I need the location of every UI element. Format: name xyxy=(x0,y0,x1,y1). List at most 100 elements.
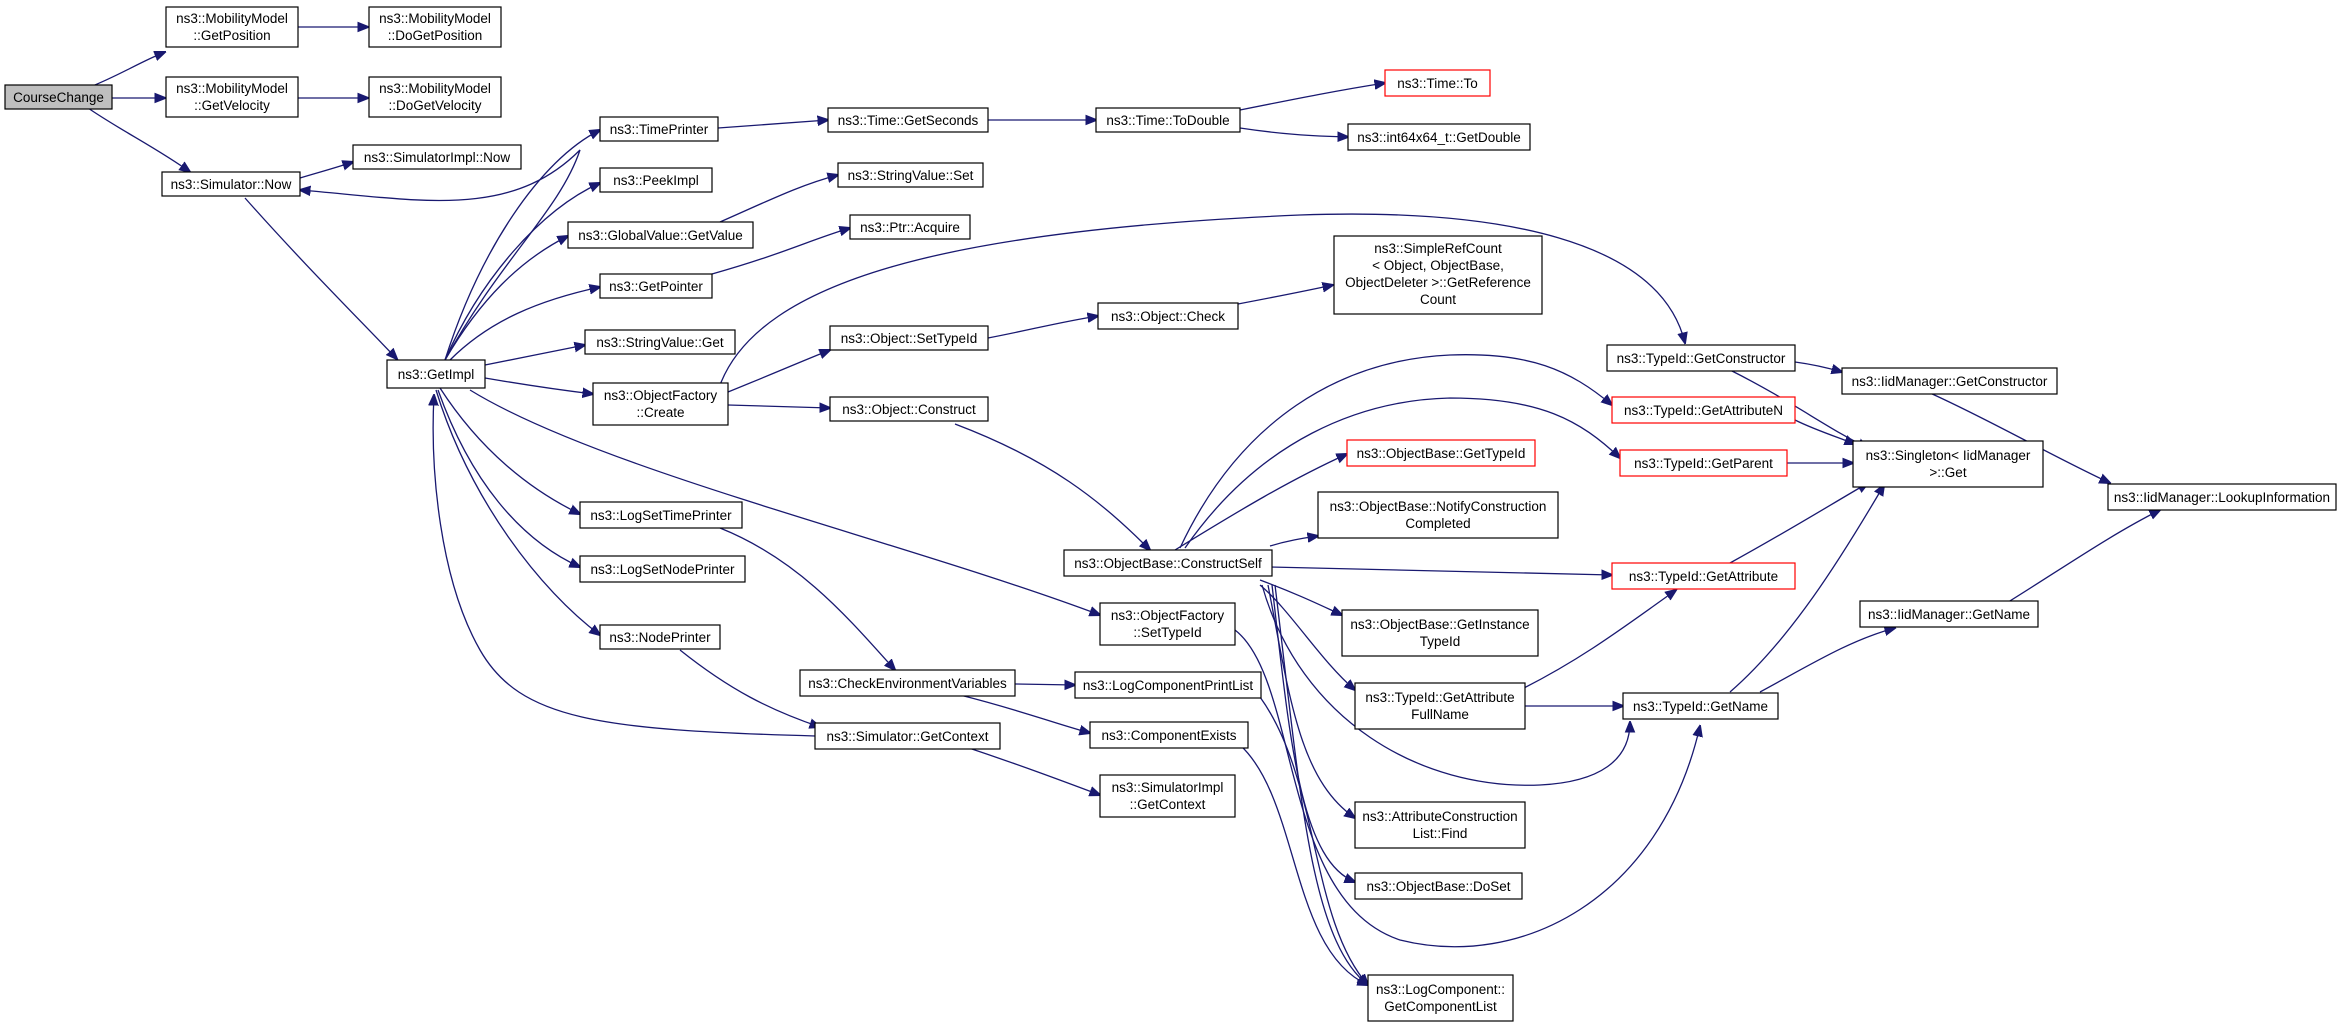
node-label: ns3::LogComponentPrintList xyxy=(1083,678,1254,693)
edge-constructself-getattributen xyxy=(1179,354,1612,549)
node-mm-dogetposition[interactable]: ns3::MobilityModel ::DoGetPosition xyxy=(368,6,502,48)
edge-getimpl-logsetnodeprinter xyxy=(437,389,580,567)
node-mm-dogetvelocity[interactable]: ns3::MobilityModel ::DoGetVelocity xyxy=(368,76,502,118)
node-stringvalue-set[interactable]: ns3::StringValue::Set xyxy=(837,162,984,188)
node-checkenvvars[interactable]: ns3::CheckEnvironmentVariables xyxy=(799,669,1016,697)
node-ptr-acquire[interactable]: ns3::Ptr::Acquire xyxy=(849,214,971,240)
node-box xyxy=(1347,123,1531,151)
node-layer: CourseChange ns3::MobilityModel ::GetPos… xyxy=(4,6,2337,1022)
node-label: ns3::CheckEnvironmentVariables xyxy=(808,676,1007,691)
node-componentexists[interactable]: ns3::ComponentExists xyxy=(1089,721,1249,749)
node-label: ns3::GlobalValue::GetValue xyxy=(578,228,743,243)
node-iidmanager-getname[interactable]: ns3::IidManager::GetName xyxy=(1859,600,2039,628)
node-label: ns3::GetPointer xyxy=(609,279,703,294)
node-nodeprinter[interactable]: ns3::NodePrinter xyxy=(599,624,721,650)
node-label: ns3::ObjectBase::GetTypeId xyxy=(1357,446,1526,461)
node-label: >::Get xyxy=(1929,465,1966,480)
node-label: ns3::TimePrinter xyxy=(610,122,709,137)
node-typeid-getattributen[interactable]: ns3::TypeId::GetAttributeN xyxy=(1611,396,1796,424)
edge-objectfactorysettypeid-getname xyxy=(1234,629,1700,948)
node-time-todouble[interactable]: ns3::Time::ToDouble xyxy=(1095,107,1241,133)
node-globalvalue-getvalue[interactable]: ns3::GlobalValue::GetValue xyxy=(567,221,754,249)
node-box xyxy=(1367,974,1514,1022)
node-box xyxy=(599,116,719,142)
node-label: ns3::Object::SetTypeId xyxy=(841,331,978,346)
node-label: GetComponentList xyxy=(1384,999,1497,1014)
edge-getimpl-globalvalue xyxy=(444,236,568,361)
node-timeprinter[interactable]: ns3::TimePrinter xyxy=(599,116,719,142)
node-object-settypeid[interactable]: ns3::Object::SetTypeId xyxy=(829,325,989,351)
node-box xyxy=(827,107,989,133)
node-time-getseconds[interactable]: ns3::Time::GetSeconds xyxy=(827,107,989,133)
node-label: ::GetPosition xyxy=(193,28,270,43)
edge-getname-iidgetname xyxy=(1759,628,1895,693)
node-logsetnodeprinter[interactable]: ns3::LogSetNodePrinter xyxy=(579,555,746,583)
edge-nodeprinter-simulatorgetcontext xyxy=(679,649,820,727)
edge-objectsettypeid-objectcheck xyxy=(987,316,1098,339)
node-singleton-get[interactable]: ns3::Singleton< IidManager >::Get xyxy=(1852,440,2044,488)
node-label: ns3::ObjectBase::NotifyConstruction xyxy=(1330,499,1547,514)
node-objectbase-gettypeid[interactable]: ns3::ObjectBase::GetTypeId xyxy=(1346,439,1536,467)
node-getimpl[interactable]: ns3::GetImpl xyxy=(386,359,486,389)
node-objectbase-notifyconstruction[interactable]: ns3::ObjectBase::NotifyConstruction Comp… xyxy=(1317,491,1559,539)
node-time-to[interactable]: ns3::Time::To xyxy=(1384,69,1491,97)
node-label: CourseChange xyxy=(13,90,104,105)
node-mm-getposition[interactable]: ns3::MobilityModel ::GetPosition xyxy=(165,6,299,48)
node-simulator-getcontext[interactable]: ns3::Simulator::GetContext xyxy=(814,722,1001,750)
node-box xyxy=(4,84,113,110)
node-int64x64-getdouble[interactable]: ns3::int64x64_t::GetDouble xyxy=(1347,123,1531,151)
node-objectbase-constructself[interactable]: ns3::ObjectBase::ConstructSelf xyxy=(1063,549,1273,577)
node-logsettimeprinter[interactable]: ns3::LogSetTimePrinter xyxy=(579,501,743,529)
node-coursechange[interactable]: CourseChange xyxy=(4,84,113,110)
node-label: ns3::ObjectBase::GetInstance xyxy=(1350,617,1529,632)
edge-simulatornow-simulatorimplnow xyxy=(299,162,353,179)
edge-getimpl-objectfactorysettypeid xyxy=(469,389,1100,615)
node-typeid-getconstructor[interactable]: ns3::TypeId::GetConstructor xyxy=(1606,344,1796,372)
node-label: ns3::ObjectFactory xyxy=(604,388,718,403)
node-simulatorimpl-getcontext[interactable]: ns3::SimulatorImpl ::GetContext xyxy=(1099,774,1236,818)
node-box xyxy=(579,501,743,529)
node-box xyxy=(1341,609,1539,657)
node-logcomponent-getcomponentlist[interactable]: ns3::LogComponent:: GetComponentList xyxy=(1367,974,1514,1022)
node-typeid-getattributefullname[interactable]: ns3::TypeId::GetAttribute FullName xyxy=(1354,682,1526,730)
node-objectbase-doset[interactable]: ns3::ObjectBase::DoSet xyxy=(1354,872,1523,900)
node-object-check[interactable]: ns3::Object::Check xyxy=(1097,302,1239,330)
node-simulator-now[interactable]: ns3::Simulator::Now xyxy=(161,171,301,197)
node-simplerefcount[interactable]: ns3::SimpleRefCount < Object, ObjectBase… xyxy=(1333,235,1543,315)
node-label: List::Find xyxy=(1413,826,1468,841)
node-box xyxy=(829,396,989,422)
node-object-construct[interactable]: ns3::Object::Construct xyxy=(829,396,989,422)
node-label: ::DoGetVelocity xyxy=(388,98,481,113)
node-objectbase-getinstancetypeid[interactable]: ns3::ObjectBase::GetInstance TypeId xyxy=(1341,609,1539,657)
node-getpointer[interactable]: ns3::GetPointer xyxy=(599,273,713,299)
node-logcomponentprintlist[interactable]: ns3::LogComponentPrintList xyxy=(1074,671,1262,699)
node-stringvalue-get[interactable]: ns3::StringValue::Get xyxy=(584,329,736,355)
node-simulatorimpl-now[interactable]: ns3::SimulatorImpl::Now xyxy=(352,144,522,170)
node-iidmanager-lookupinformation[interactable]: ns3::IidManager::LookupInformation xyxy=(2107,483,2337,511)
edge-getimpl-getpointer xyxy=(449,287,600,361)
node-label: ns3::MobilityModel xyxy=(176,81,288,96)
node-box xyxy=(837,162,984,188)
node-mm-getvelocity[interactable]: ns3::MobilityModel ::GetVelocity xyxy=(165,76,299,118)
node-typeid-getname[interactable]: ns3::TypeId::GetName xyxy=(1622,692,1779,720)
node-label: ns3::Singleton< IidManager xyxy=(1866,448,2031,463)
node-box xyxy=(368,76,502,118)
node-box xyxy=(829,325,989,351)
node-peekimpl[interactable]: ns3::PeekImpl xyxy=(599,167,713,193)
node-label: < Object, ObjectBase, xyxy=(1372,258,1504,273)
node-label: ::GetVelocity xyxy=(194,98,270,113)
node-label: ns3::IidManager::GetConstructor xyxy=(1852,374,2048,389)
edge-simulatorgetcontext-simulatorimplgetcontext xyxy=(959,744,1100,795)
node-typeid-getattribute[interactable]: ns3::TypeId::GetAttribute xyxy=(1611,562,1796,590)
node-objectfactory-settypeid[interactable]: ns3::ObjectFactory ::SetTypeId xyxy=(1099,602,1236,646)
edge-getattributen-singleton xyxy=(1794,419,1855,444)
edge-constructself-getattribute xyxy=(1269,566,1612,575)
edge-objectconstruct-constructself xyxy=(954,423,1150,550)
node-label: ns3::Time::GetSeconds xyxy=(838,113,979,128)
node-objectfactory-create[interactable]: ns3::ObjectFactory ::Create xyxy=(592,382,729,426)
edge-simulatornow-getimpl xyxy=(244,197,397,359)
edge-getimpl-logsettimeprinter xyxy=(439,387,580,514)
node-attrconstructionlist-find[interactable]: ns3::AttributeConstruction List::Find xyxy=(1354,801,1526,849)
node-iidmanager-getconstructor[interactable]: ns3::IidManager::GetConstructor xyxy=(1841,367,2058,395)
node-typeid-getparent[interactable]: ns3::TypeId::GetParent xyxy=(1619,449,1788,477)
